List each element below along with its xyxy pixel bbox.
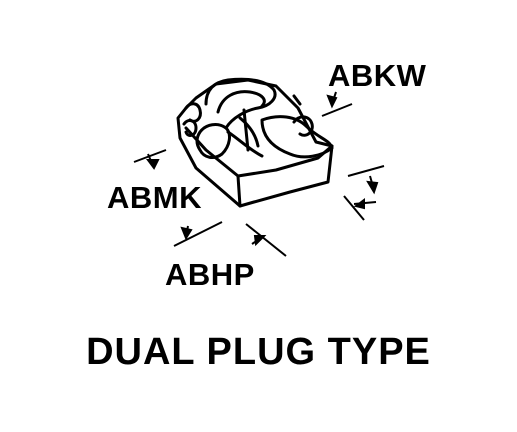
abhp-label: ABHP <box>165 257 255 292</box>
block-body <box>176 78 334 208</box>
abhp-dimension-marker <box>245 223 287 257</box>
top-hook <box>292 94 302 106</box>
front-tongue <box>195 123 231 159</box>
right-dimension-marker <box>343 165 385 221</box>
abkw-dimension-marker <box>321 91 353 117</box>
abkw-label: ABKW <box>328 58 427 93</box>
inner-flow-1 <box>226 130 264 158</box>
abmk-dimension-marker <box>133 149 223 247</box>
vertical-post <box>242 108 250 152</box>
outer-clip <box>204 77 277 130</box>
left-tab-1 <box>184 102 202 123</box>
left-tab-2 <box>182 119 198 137</box>
inner-clip <box>216 90 266 114</box>
right-tongue <box>260 115 334 159</box>
abmk-label: ABMK <box>107 180 202 215</box>
diagram-caption: DUAL PLUG TYPE <box>86 331 431 373</box>
curl-tab <box>292 115 314 137</box>
inner-flow-2 <box>238 116 260 148</box>
